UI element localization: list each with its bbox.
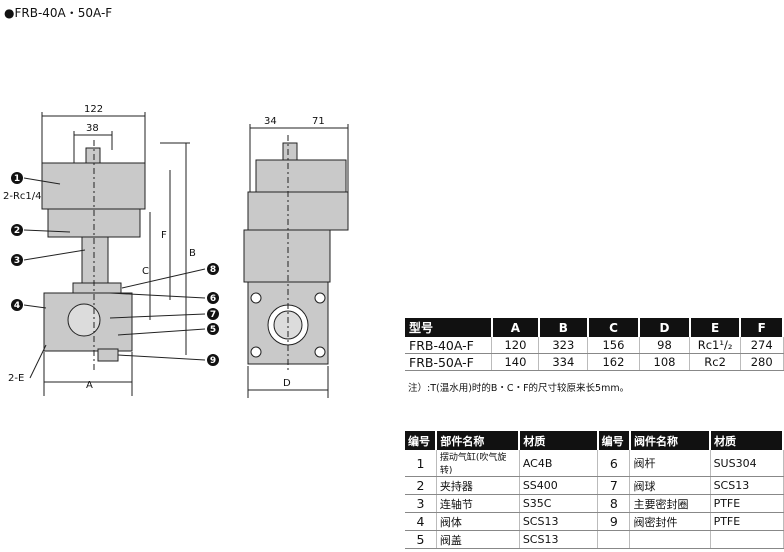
cell-c: 162 [587, 353, 640, 371]
dim-F: F [161, 230, 167, 241]
part-number: 3 [405, 494, 437, 513]
port-rc-label: 2-Rc1/4 [3, 191, 42, 202]
table-row: 3 连轴节 S35C 8 主要密封圈 PTFE [405, 494, 784, 513]
col-part-2: 阀件名称 [629, 431, 712, 450]
cell-d: 98 [639, 337, 691, 354]
table-row: FRB-40A-F 120 323 156 98 Rc1¹/₂ 274 [405, 337, 784, 354]
callout-6: 6 [210, 294, 216, 304]
part-material: AC4B [519, 450, 599, 477]
cell-c: 156 [587, 337, 640, 354]
dimension-table: 型号 A B C D E F FRB-40A-F 120 323 156 98 … [405, 318, 784, 371]
col-part-1: 部件名称 [436, 431, 521, 450]
dim-122: 122 [84, 104, 103, 115]
col-F: F [740, 318, 784, 337]
col-D: D [639, 318, 691, 337]
part-material: PTFE [710, 512, 784, 531]
table-row: 2 夹持器 SS400 7 阀球 SCS13 [405, 476, 784, 495]
col-A: A [491, 318, 540, 337]
part-name: 阀球 [629, 476, 711, 495]
cell-f: 280 [740, 353, 784, 371]
callout-5: 5 [210, 325, 216, 335]
part-name: 阀杆 [629, 450, 711, 477]
part-material: S35C [519, 494, 599, 513]
part-number: 1 [405, 450, 437, 477]
table-row: FRB-50A-F 140 334 162 108 Rc2 280 [405, 353, 784, 371]
cell-a: 140 [491, 353, 540, 371]
part-number: 9 [597, 512, 631, 531]
part-material [710, 530, 784, 549]
dim-C: C [142, 266, 149, 277]
col-B: B [538, 318, 589, 337]
front-view [23, 112, 206, 396]
part-material: SCS13 [519, 512, 599, 531]
cell-b: 323 [538, 337, 589, 354]
col-E: E [689, 318, 742, 337]
part-number: 5 [405, 530, 437, 549]
part-material: SS400 [519, 476, 599, 495]
part-name: 连轴节 [436, 494, 520, 513]
col-C: C [587, 318, 641, 337]
cell-model: FRB-40A-F [405, 337, 493, 354]
table-row: 1 摆动气缸(吹气旋转) AC4B 6 阀杆 SUS304 [405, 450, 784, 477]
cell-b: 334 [538, 353, 589, 371]
port-e-label: 2-E [8, 373, 24, 384]
col-no-1: 编号 [405, 431, 438, 450]
callout-3: 3 [14, 256, 20, 266]
table-row: 4 阀体 SCS13 9 阀密封件 PTFE [405, 512, 784, 531]
dim-38: 38 [86, 123, 99, 134]
cell-d: 108 [639, 353, 691, 371]
part-material: PTFE [710, 494, 784, 513]
part-number: 8 [597, 494, 631, 513]
cell-e: Rc1¹/₂ [689, 337, 741, 354]
part-name: 阀盖 [436, 530, 520, 549]
part-number: 7 [597, 476, 631, 495]
callout-7: 7 [210, 310, 216, 320]
dim-B: B [189, 248, 196, 259]
part-name: 阀密封件 [629, 512, 711, 531]
cell-e: Rc2 [689, 353, 741, 371]
part-name: 摆动气缸(吹气旋转) [436, 450, 520, 477]
side-view [243, 124, 349, 398]
part-name: 夹持器 [436, 476, 520, 495]
callout-markers [11, 172, 219, 366]
col-model: 型号 [405, 318, 493, 337]
part-name: 阀体 [436, 512, 520, 531]
part-number: 4 [405, 512, 437, 531]
part-name: 主要密封圈 [629, 494, 711, 513]
part-name [629, 530, 711, 549]
callout-4: 4 [14, 301, 20, 311]
parts-table: 编号 部件名称 材质 编号 阀件名称 材质 1 摆动气缸(吹气旋转) AC4B … [405, 431, 784, 549]
cell-f: 274 [740, 337, 784, 354]
col-material-2: 材质 [710, 431, 784, 450]
callout-2: 2 [14, 226, 20, 236]
dim-71: 71 [312, 116, 325, 127]
part-material: SCS13 [519, 530, 599, 549]
page-title: ●FRB-40A・50A-F [4, 6, 113, 20]
dim-34: 34 [264, 116, 277, 127]
dim-D: D [283, 378, 291, 389]
part-number [597, 530, 631, 549]
cell-model: FRB-50A-F [405, 353, 493, 371]
col-no-2: 编号 [597, 431, 631, 450]
part-number: 6 [597, 450, 631, 477]
callout-9: 9 [210, 356, 216, 366]
table-row: 5 阀盖 SCS13 [405, 530, 784, 549]
col-material-1: 材质 [519, 431, 599, 450]
part-number: 2 [405, 476, 437, 495]
part-material: SCS13 [710, 476, 784, 495]
table-note: 注）:T(温水用)时的B・C・F的尺寸较原来长5mm。 [408, 383, 630, 394]
callout-1: 1 [14, 174, 20, 184]
part-material: SUS304 [710, 450, 784, 477]
dim-A: A [86, 380, 93, 391]
cell-a: 120 [491, 337, 540, 354]
callout-8: 8 [210, 265, 216, 275]
